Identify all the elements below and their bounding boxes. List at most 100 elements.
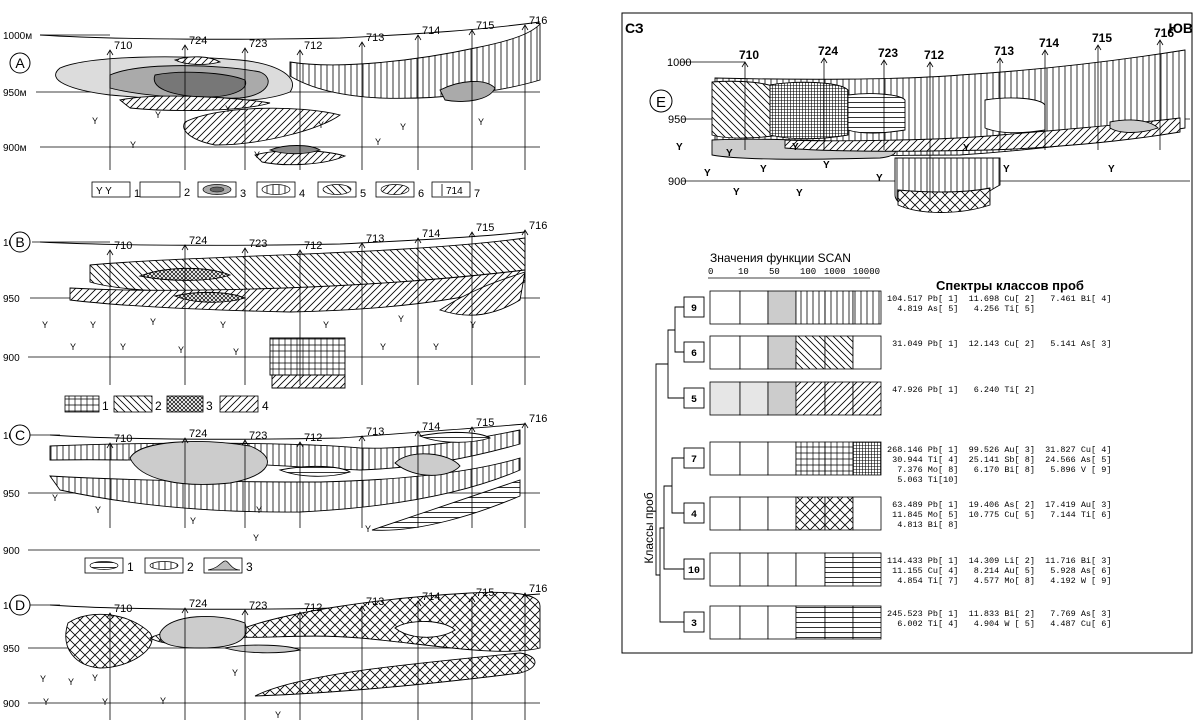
host-rock-symbol: Y: [433, 342, 439, 352]
grid-base-body: [271, 374, 346, 389]
dendrogram: [655, 306, 684, 623]
host-rock-symbol: Y: [478, 117, 484, 127]
well-label: 710: [114, 240, 132, 252]
legend-a-3-core: [209, 186, 225, 193]
panel-marker: [9, 594, 31, 616]
host-rock-symbol: Y: [253, 533, 259, 543]
scan-cell: [852, 496, 882, 531]
scan-cell: [795, 496, 826, 531]
well-arrow: [1094, 44, 1102, 51]
spectrum-line: 4.813 Bi[ 8]: [887, 520, 958, 530]
class-number: 6: [691, 349, 697, 360]
scan-cell: [739, 290, 769, 325]
well-label: 710: [739, 48, 759, 62]
elevation-label: 900: [3, 546, 20, 557]
well-arrow: [106, 249, 114, 256]
well-arrow: [926, 61, 934, 68]
lens-east: [371, 479, 521, 531]
host-rock-symbol: Y: [40, 674, 46, 684]
dendrogram-branch: [671, 457, 684, 514]
spectrum-line: 104.517 Pb[ 1] 11.698 Cu[ 2] 7.461 Bi[ 4…: [887, 294, 1111, 304]
crosshatch-lower: [254, 652, 536, 697]
host-rock-symbol: Y: [365, 524, 371, 534]
spectrum-line: 245.523 Pb[ 1] 11.833 Bi[ 2] 7.769 As[ 3…: [887, 609, 1111, 619]
well-label: 723: [249, 600, 267, 612]
well-arrow: [414, 237, 422, 244]
host-rock-symbol: Y: [796, 188, 803, 199]
scan-cell: [795, 441, 826, 476]
well-arrow: [296, 249, 304, 256]
well-label: 714: [422, 228, 440, 240]
spectrum-line: 11.845 Mo[ 5] 10.775 Cu[ 5] 7.144 Ti[ 6]: [887, 510, 1111, 520]
elevation-label: 1000: [667, 57, 691, 69]
grid-body: [269, 337, 346, 376]
well-label: 714: [422, 421, 440, 433]
host-rock-symbol: Y: [220, 320, 226, 330]
legend-a-1-swatch: [91, 181, 131, 198]
well-arrow: [106, 49, 114, 56]
gray-lens: [159, 615, 247, 649]
spectrum-line: 30.944 Ti[ 4] 25.141 Sb[ 8] 24.566 As[ 5…: [887, 455, 1111, 465]
classes-axis-label: Классы проб: [642, 492, 656, 563]
well-label: 724: [818, 44, 838, 58]
elevation-label: 950: [3, 489, 20, 500]
host-rock-symbol: Y: [470, 320, 476, 330]
scan-tick: 100: [800, 267, 816, 277]
section-c: 1000950900710724723712713714715716CYYYYY…: [3, 413, 547, 574]
scan-cell: [709, 496, 741, 531]
host-rock-symbol: Y: [275, 710, 281, 720]
scan-cell: [852, 441, 882, 476]
section-d: 1000950900710724723712713714715716DYYYYY…: [3, 583, 547, 720]
legend-b-3-label: 3: [206, 399, 213, 413]
well-arrow: [468, 29, 476, 36]
class-row: 4 63.489 Pb[ 1] 19.406 As[ 2] 17.419 Au[…: [683, 496, 1111, 531]
well-label: 724: [189, 598, 207, 610]
spectrum-line: 4.854 Ti[ 7] 4.577 Mo[ 8] 4.192 W [ 9]: [887, 576, 1111, 586]
panel-marker: [9, 231, 31, 253]
lens-upper: [418, 431, 492, 443]
well-arrow: [241, 609, 249, 616]
host-rock-symbol: Y: [823, 160, 830, 171]
scan-cell: [709, 605, 741, 640]
class-number: 10: [688, 566, 700, 577]
well-arrow: [521, 592, 529, 599]
legend-c-2-label: 2: [187, 560, 194, 574]
host-rock-symbol: Y: [1003, 164, 1010, 175]
inner-window: [984, 97, 1046, 134]
legend-a-7-label: 7: [474, 188, 480, 200]
legend-b-1-label: 1: [102, 399, 109, 413]
legend-c-3-label: 3: [246, 560, 253, 574]
gray-lens: [129, 441, 268, 485]
class-number: 4: [691, 510, 697, 521]
host-rock-symbol: Y: [95, 505, 101, 515]
host-rock-symbol: Y: [190, 516, 196, 526]
horizontal-hatch-body: [847, 93, 906, 134]
scan-cell: [824, 605, 854, 640]
well-arrow: [1041, 49, 1049, 56]
well-label: 713: [366, 426, 384, 438]
scan-cell: [767, 290, 797, 325]
host-rock-symbol: Y: [233, 347, 239, 357]
elevation-label: 950: [3, 294, 20, 305]
well-arrow: [1156, 39, 1164, 46]
scan-cell: [824, 381, 854, 416]
scan-tick: 10: [738, 267, 749, 277]
scan-cell: [767, 552, 797, 587]
well-label: 712: [924, 48, 944, 62]
crosshatch-main: [223, 591, 541, 652]
host-rock-symbol: Y: [876, 173, 883, 184]
host-rock-symbol: Y: [375, 137, 381, 147]
well-label: 715: [476, 587, 494, 599]
host-rock-symbol: Y: [380, 342, 386, 352]
host-rock-symbol: Y: [792, 142, 799, 153]
well-label: 712: [304, 40, 322, 52]
scan-cell: [824, 441, 854, 476]
east-gray-lens: [1109, 119, 1159, 133]
legend-a-4-ellipse: [261, 184, 291, 195]
legend-a-3-label: 3: [240, 188, 246, 200]
